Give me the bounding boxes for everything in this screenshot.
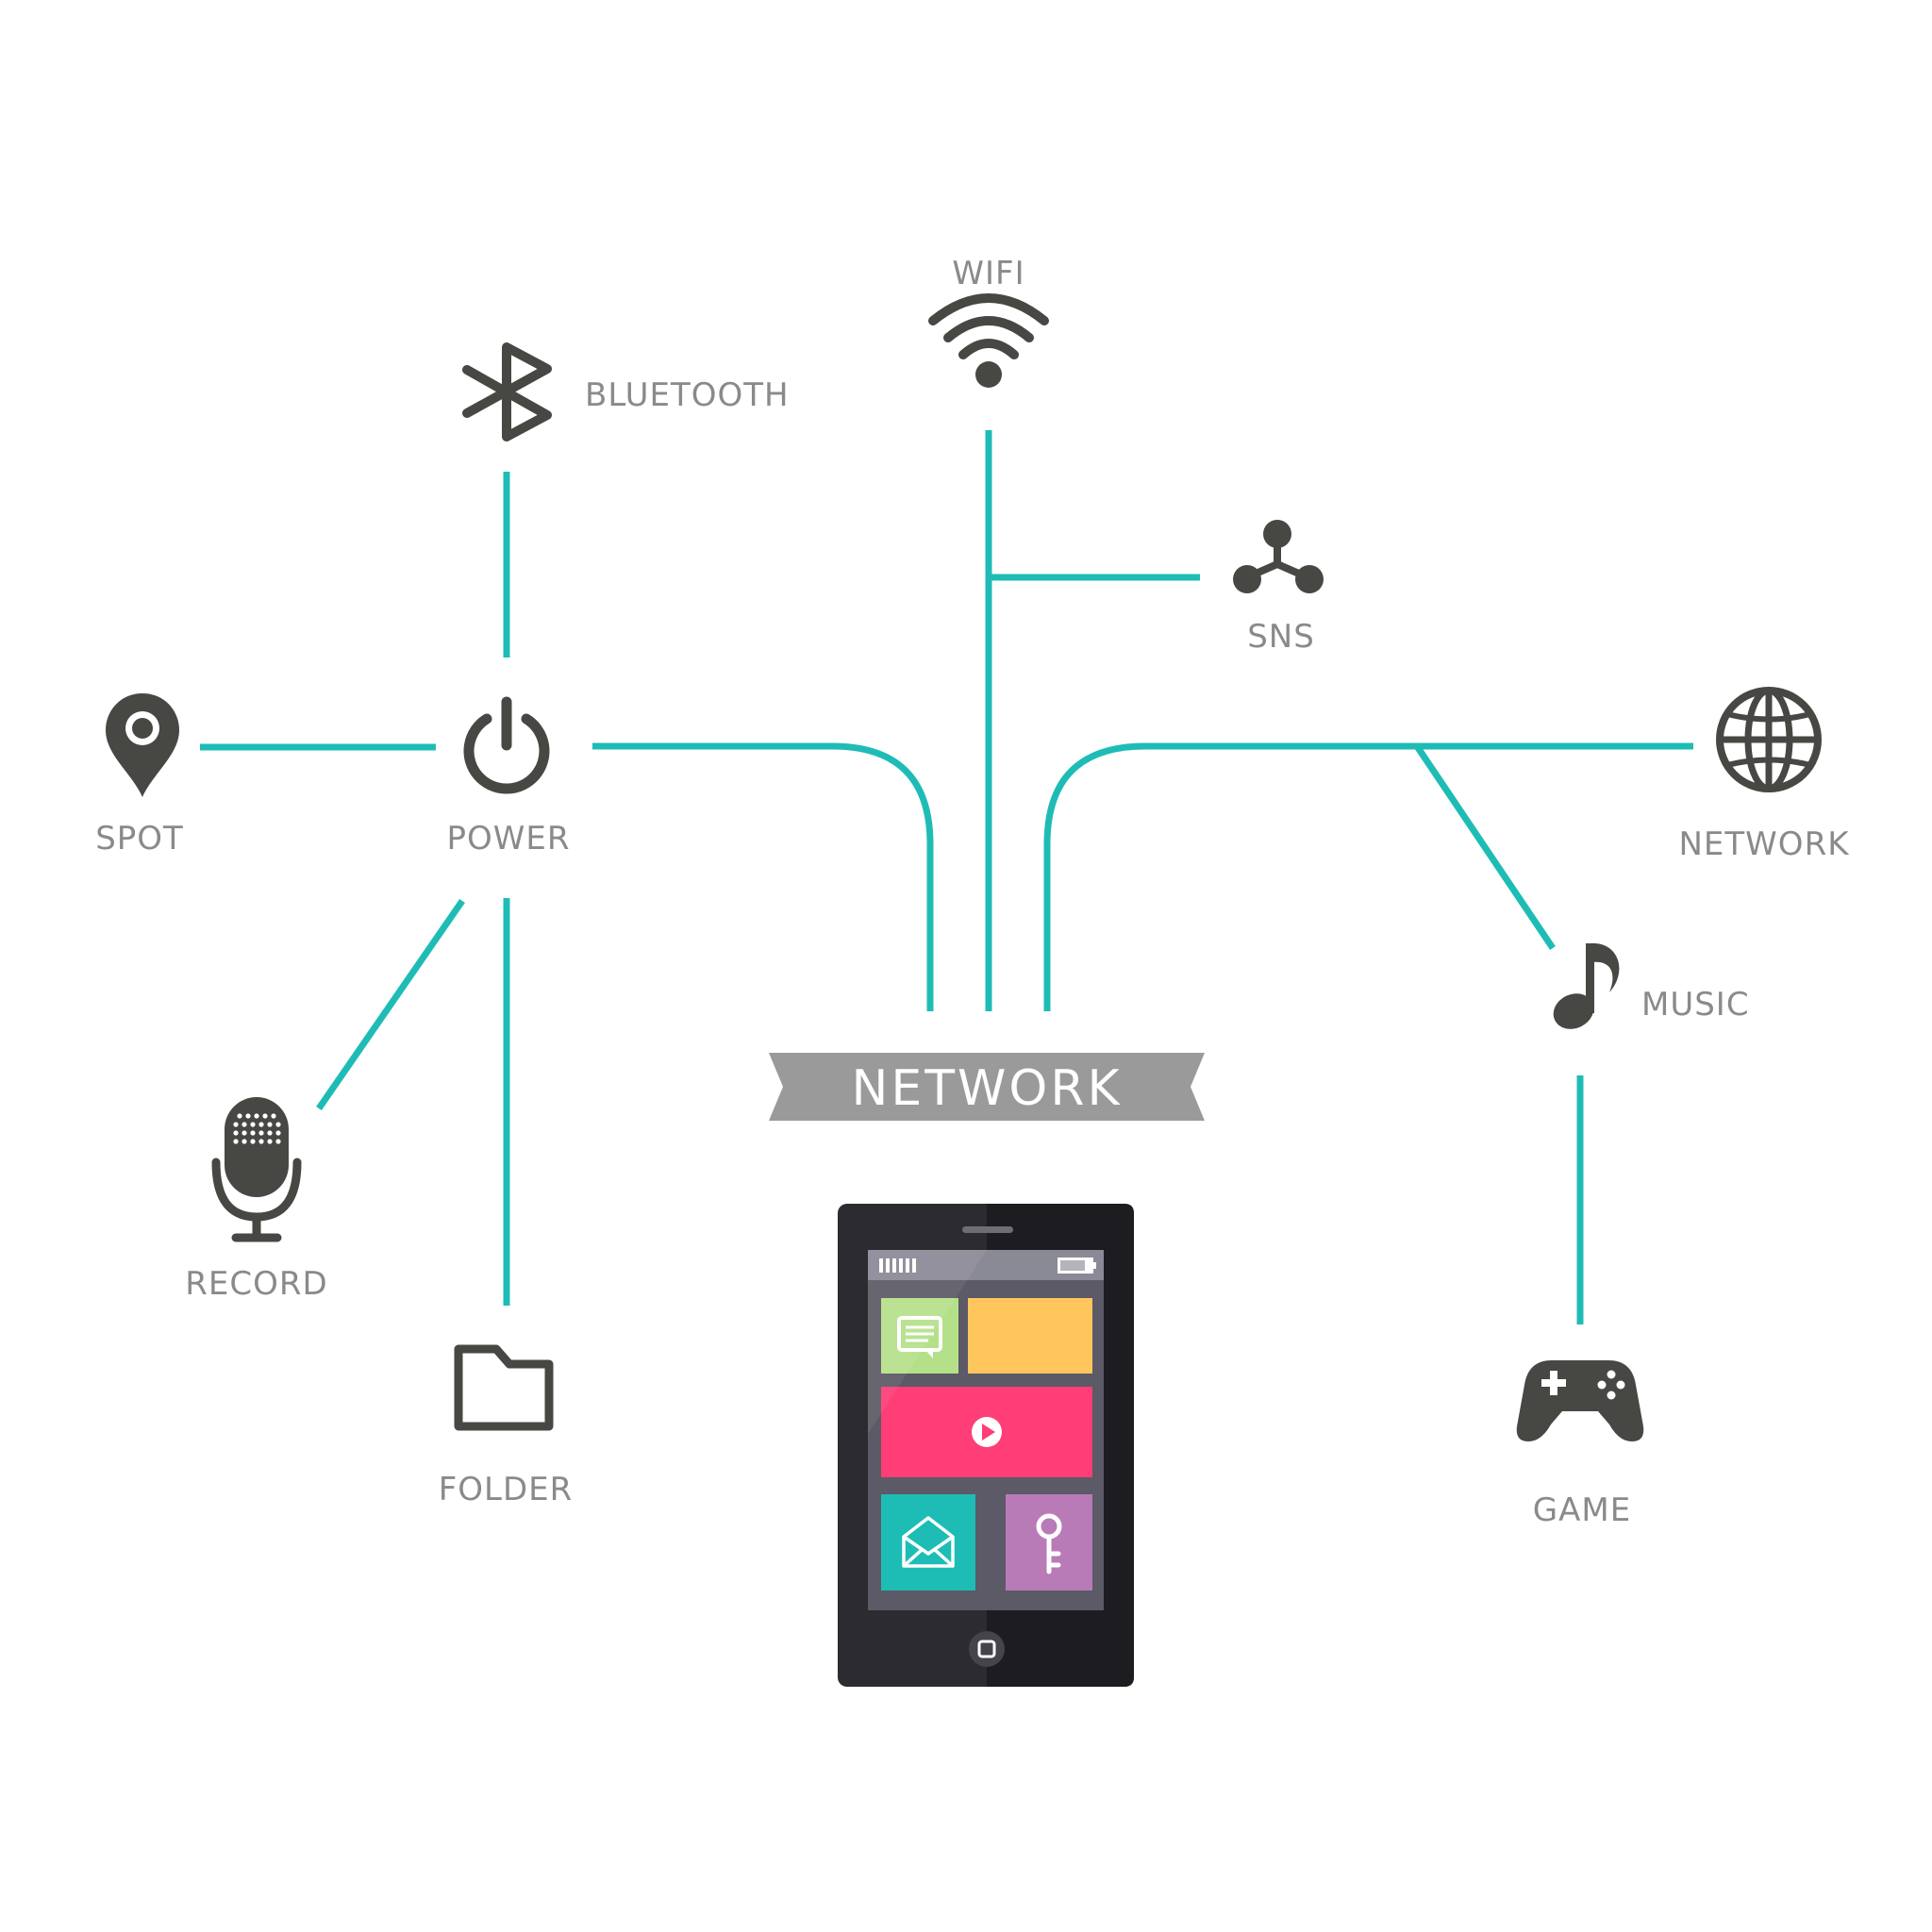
network-label: NETWORK bbox=[1679, 825, 1851, 863]
node-folder[interactable]: FOLDER bbox=[439, 1344, 574, 1508]
node-record[interactable]: RECORD bbox=[185, 1097, 327, 1303]
power-label: POWER bbox=[447, 820, 571, 858]
wifi-label: WIFI bbox=[952, 255, 1024, 292]
bluetooth-icon bbox=[462, 342, 552, 441]
line-power-record bbox=[316, 899, 465, 1110]
envelope-icon bbox=[902, 1516, 955, 1568]
node-sns[interactable]: SNS bbox=[1233, 520, 1324, 656]
node-wifi[interactable]: WIFI bbox=[928, 255, 1049, 388]
speaker-slot bbox=[962, 1226, 1013, 1233]
banner-label: NETWORK bbox=[851, 1060, 1122, 1117]
globe-icon bbox=[1716, 687, 1822, 792]
network-banner: NETWORK bbox=[769, 1053, 1205, 1121]
folder-label: FOLDER bbox=[439, 1471, 574, 1508]
node-power[interactable]: POWER bbox=[447, 696, 571, 858]
record-label: RECORD bbox=[185, 1265, 327, 1303]
line-power-banner bbox=[592, 742, 934, 1011]
bluetooth-label: BLUETOOTH bbox=[585, 376, 790, 414]
node-spot[interactable]: SPOT bbox=[95, 693, 184, 858]
share-icon bbox=[1233, 520, 1324, 593]
wifi-icon bbox=[928, 293, 1049, 388]
music-label: MUSIC bbox=[1641, 986, 1750, 1024]
folder-icon bbox=[454, 1344, 554, 1431]
play-icon bbox=[972, 1417, 1002, 1447]
tile-mail[interactable] bbox=[881, 1494, 975, 1591]
node-bluetooth[interactable]: BLUETOOTH bbox=[462, 342, 790, 441]
line-network-music bbox=[1414, 744, 1556, 950]
node-music[interactable]: MUSIC bbox=[1547, 942, 1750, 1036]
battery-icon bbox=[1058, 1257, 1096, 1274]
gamepad-icon bbox=[1516, 1360, 1644, 1441]
banner-ribbon bbox=[769, 1053, 1205, 1121]
smartphone bbox=[838, 1204, 1134, 1687]
map-pin-icon bbox=[106, 693, 179, 797]
power-icon bbox=[463, 696, 550, 794]
line-network-banner bbox=[1043, 742, 1693, 1011]
chat-icon bbox=[897, 1316, 942, 1358]
node-game[interactable]: GAME bbox=[1516, 1360, 1644, 1529]
home-button[interactable] bbox=[969, 1631, 1005, 1667]
home-button-icon bbox=[977, 1640, 996, 1658]
tile-blank[interactable] bbox=[968, 1298, 1092, 1374]
connector-lines bbox=[200, 430, 1693, 1324]
game-label: GAME bbox=[1533, 1491, 1631, 1529]
sns-label: SNS bbox=[1247, 618, 1315, 656]
spot-label: SPOT bbox=[95, 820, 184, 858]
node-network[interactable]: NETWORK bbox=[1679, 687, 1851, 863]
signal-icon bbox=[879, 1258, 916, 1273]
key-icon bbox=[1036, 1513, 1062, 1574]
screen-glare bbox=[868, 1250, 987, 1434]
tile-chat[interactable] bbox=[881, 1298, 958, 1374]
music-note-icon bbox=[1553, 942, 1620, 1029]
microphone-icon bbox=[211, 1097, 302, 1242]
